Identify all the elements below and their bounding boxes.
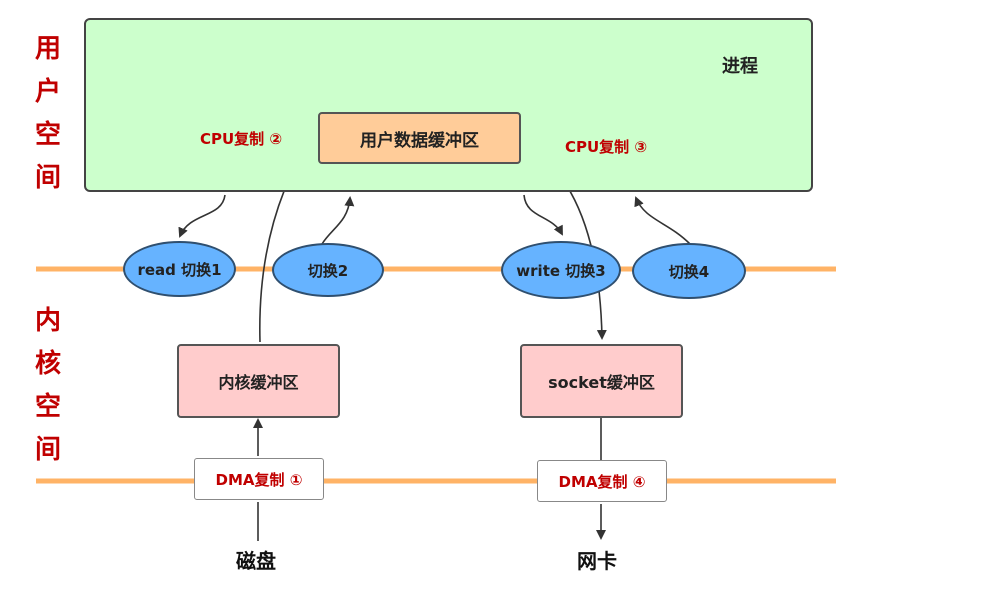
process-box [84,18,813,192]
switch-ellipse-2: 切换2 [272,243,384,297]
user-space-char: 用 [34,34,61,64]
user-space-char: 间 [34,163,61,193]
user-space-char: 空 [34,120,61,150]
cpu-copy-left-label: CPU复制 ② [200,130,283,148]
user-data-buffer: 用户数据缓冲区 [318,112,521,164]
kernel-space-label: 内 核 空 间 [28,300,68,466]
switch-ellipse-4: 切换4 [632,243,746,299]
disk-label: 磁盘 [236,549,276,573]
user-space-char: 户 [34,77,61,107]
switch-ellipse-write: write 切换3 [501,241,621,299]
arrow-write-switch [523,194,563,236]
arrow-read-switch [178,194,226,238]
kernel-buffer: 内核缓冲区 [177,344,340,418]
user-space-label: 用 户 空 间 [28,28,68,194]
dma-copy-left: DMA复制 ① [194,458,324,500]
kernel-space-char: 核 [34,349,61,379]
dma-copy-right: DMA复制 ④ [537,460,667,502]
arrow-switch2 [321,196,355,245]
arrow-switch4 [634,196,691,245]
cpu-copy-right-label: CPU复制 ③ [565,138,648,156]
socket-buffer: socket缓冲区 [520,344,683,418]
kernel-space-char: 空 [34,392,61,422]
switch-ellipse-read: read 切换1 [123,241,236,297]
nic-label: 网卡 [577,549,617,573]
process-title: 进程 [722,56,758,77]
kernel-space-char: 内 [34,306,61,336]
kernel-space-char: 间 [34,435,61,465]
